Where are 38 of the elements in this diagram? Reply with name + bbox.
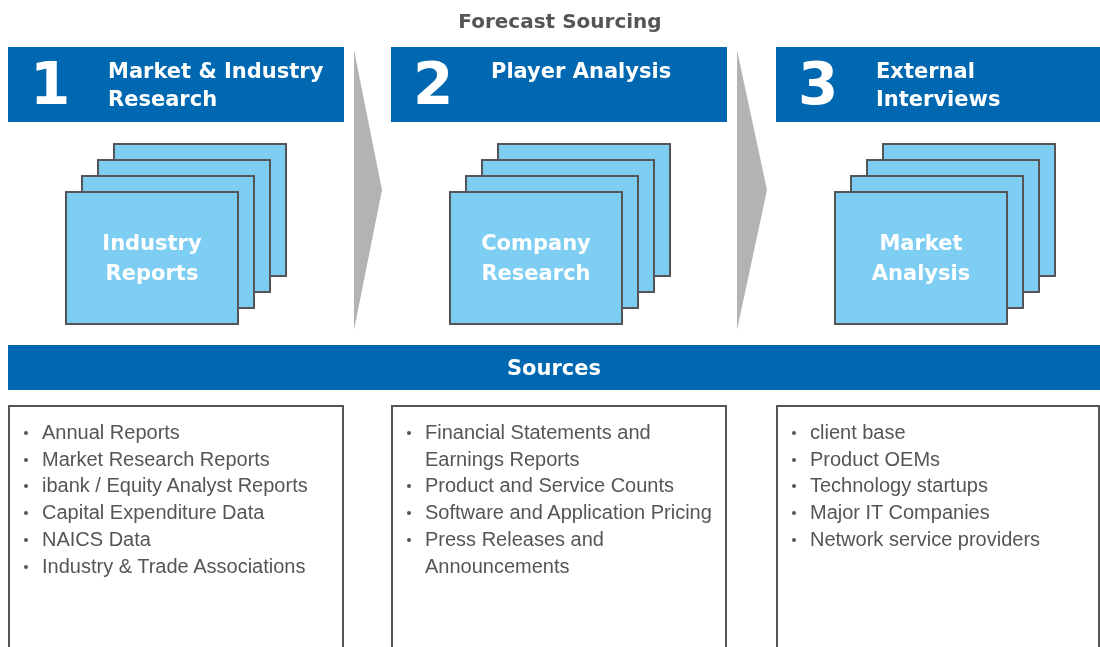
list-item: NAICS Data: [20, 525, 332, 553]
list-item: Product OEMs: [788, 445, 1088, 473]
step-header: [776, 47, 1100, 122]
chevron-arrow: [354, 50, 382, 330]
list-item: Product and Service Counts: [403, 472, 715, 500]
section-band: [8, 345, 1100, 390]
document-label: Industry Reports: [101, 230, 203, 287]
step-number: 2: [413, 49, 454, 119]
chevron-arrow: [737, 50, 767, 330]
list-item: Technology startups: [788, 472, 1088, 500]
step-title: Player Analysis: [491, 58, 673, 85]
band-title: Sources: [506, 355, 602, 380]
list-item: Software and Application Pricing: [403, 499, 715, 526]
source-list-panel: [391, 405, 727, 647]
step-number: 3: [798, 49, 839, 119]
diagram-title: Forecast Sourcing: [457, 9, 663, 33]
document-label: Company Research: [480, 230, 592, 287]
list-item: Capital Expenditure Data: [20, 499, 332, 526]
step-header: [391, 47, 727, 122]
list-item: Market Research Reports: [20, 445, 332, 473]
list-item: Industry & Trade Associations: [20, 552, 332, 580]
document-sheet: [65, 191, 239, 325]
list-item: Network service providers: [788, 525, 1088, 553]
source-list-panel: [8, 405, 344, 647]
document-sheet: [834, 191, 1008, 325]
list-item: ibank / Equity Analyst Reports: [20, 472, 332, 500]
step-title: Market & Industry Research: [108, 58, 325, 113]
list-item: Press Releases and Announcements: [403, 525, 715, 580]
step-header: [8, 47, 344, 122]
document-sheet: [449, 191, 623, 325]
document-label: Market Analysis: [870, 230, 972, 287]
step-number: 1: [30, 49, 71, 119]
list-item: Major IT Companies: [788, 499, 1088, 526]
list-item: client base: [788, 419, 1088, 446]
step-title: External Interviews: [876, 58, 1002, 113]
source-list-panel: [776, 405, 1100, 647]
list-item: Financial Statements and Earnings Reports: [403, 419, 715, 473]
list-item: Annual Reports: [20, 419, 332, 446]
